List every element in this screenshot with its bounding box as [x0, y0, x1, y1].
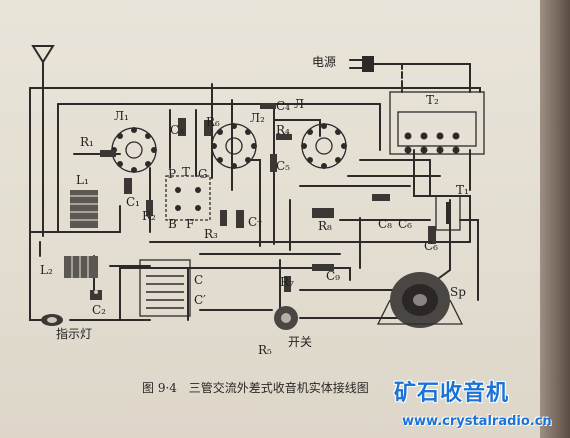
- c6b-label: C₆: [424, 239, 438, 253]
- switch-label: 开关: [288, 335, 312, 349]
- l2-label: L₂: [40, 263, 53, 277]
- if-f-label: F: [186, 217, 194, 231]
- r4-label: R₄: [276, 123, 290, 137]
- if-transformer: [165, 175, 211, 221]
- c5-label: C₅: [276, 159, 290, 173]
- v1-label: Л₁: [114, 109, 129, 123]
- t2-label: T₂: [426, 93, 439, 107]
- tube-socket-v2: [211, 123, 257, 169]
- volume-switch-pot: [274, 306, 298, 330]
- tube-socket-v3: [301, 123, 347, 169]
- r6-label: R₆: [206, 115, 220, 129]
- figure-title: 三管交流外差式收音机实体接线图: [188, 381, 369, 395]
- indicator-label: 指示灯: [56, 326, 92, 341]
- c6-label: C₆: [398, 217, 412, 231]
- c2-label: C₂: [92, 303, 106, 317]
- speaker-icon: [376, 272, 464, 328]
- c7-label: C₇: [248, 215, 262, 229]
- l1-label: L₁: [76, 173, 89, 187]
- r1-label: R₁: [80, 135, 94, 149]
- c8-label: C₈: [378, 217, 392, 231]
- wiring: [29, 83, 481, 321]
- antenna-icon: [31, 45, 55, 229]
- speaker-label: Sp: [450, 285, 466, 299]
- v3-label: Л: [294, 97, 304, 111]
- cp-label: C′: [194, 293, 206, 307]
- c1-label: C₁: [126, 195, 140, 209]
- c3-label: C₃: [170, 123, 184, 137]
- if-b-label: B: [168, 217, 177, 231]
- watermark-name: 矿石收音机: [394, 381, 510, 406]
- coil-l2: [64, 256, 98, 278]
- power-label: 电源: [312, 55, 336, 69]
- indicator-lamp-icon: [41, 314, 63, 326]
- r3-label: R₃: [204, 227, 218, 241]
- if-t-label: T: [182, 165, 190, 179]
- coil-l1: [70, 190, 98, 228]
- output-transformer-t1: [435, 195, 461, 231]
- c-label: C: [194, 273, 203, 287]
- power-transformer-t2: [389, 91, 485, 155]
- c9-label: C₉: [326, 269, 340, 283]
- components: [90, 103, 436, 300]
- watermark-url: www.crystalradio.cn: [402, 414, 552, 429]
- if-p-label: P: [168, 167, 176, 181]
- power-plug-icon: [349, 56, 471, 93]
- figure-number: 图 9·4: [142, 381, 177, 395]
- r7-label: R₇: [280, 275, 294, 289]
- tuning-capacitor: [139, 259, 191, 317]
- r5-label: R₅: [258, 343, 272, 357]
- v2-label: Л₂: [250, 111, 265, 125]
- r8-label: R₈: [318, 219, 332, 233]
- if-g-label: G: [198, 167, 208, 181]
- t1-label: T₁: [456, 183, 469, 197]
- tube-socket-v1: [111, 127, 157, 173]
- c4-label: C₄: [276, 99, 290, 113]
- r2-label: R₂: [142, 209, 156, 223]
- figure-caption: 图 9·4 三管交流外差式收音机实体接线图: [142, 379, 442, 396]
- book-spine-edge: [540, 0, 570, 438]
